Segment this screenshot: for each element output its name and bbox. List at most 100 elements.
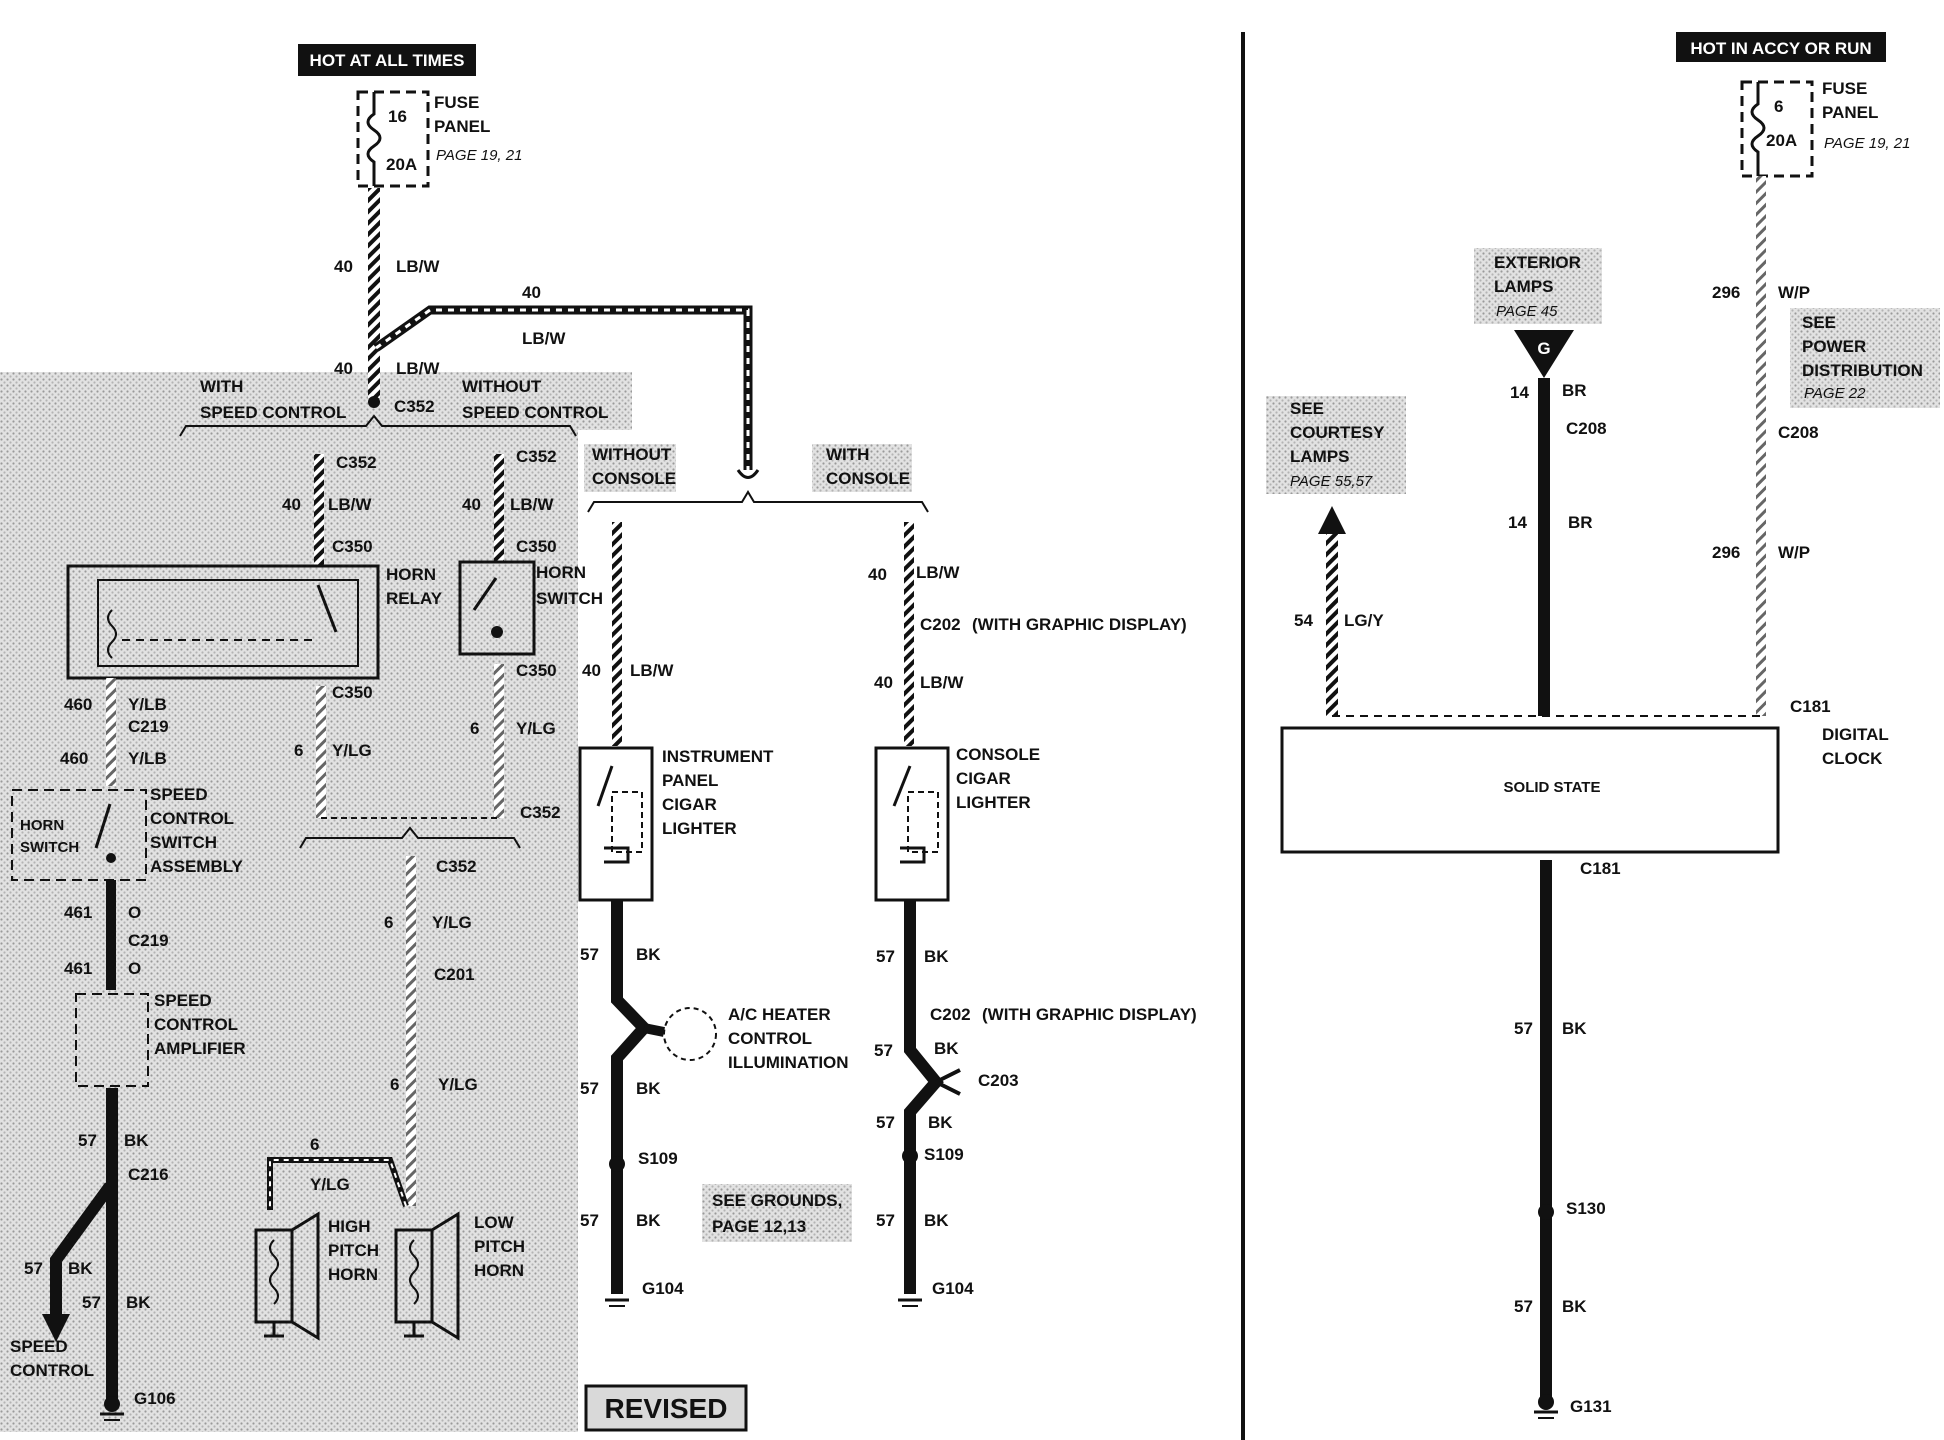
connector-c219: C219	[128, 717, 169, 736]
courtesy-label-4: PAGE 55,57	[1290, 473, 1373, 490]
wire-color: W/P	[1778, 283, 1810, 302]
fuse-page-ref: PAGE 19, 21	[1824, 135, 1910, 152]
high-pitch-horn	[254, 1211, 320, 1341]
sca-label-3: AMPLIFIER	[154, 1039, 246, 1058]
ip-lighter-label-3: CIGAR	[662, 795, 717, 814]
wire-color: BK	[934, 1039, 959, 1058]
ground-g104: G104	[932, 1279, 974, 1298]
fuse-rating: 20A	[1766, 131, 1797, 150]
wire-color: Y/LB	[128, 749, 167, 768]
wire-circuit: 296	[1712, 543, 1740, 562]
wire-circuit: 57	[580, 945, 599, 964]
exterior-lamps-label: EXTERIOR	[1494, 253, 1581, 272]
wire-color: BK	[1562, 1019, 1587, 1038]
with-console-label: WITH	[826, 445, 869, 464]
wire-color: LB/W	[920, 673, 964, 692]
fuse-page-ref: PAGE 19, 21	[436, 147, 522, 164]
wire-57-speed-control	[50, 1182, 115, 1318]
wire-circuit: 40	[874, 673, 893, 692]
splice-s130: S130	[1566, 1199, 1606, 1218]
wire-color: LB/W	[522, 329, 566, 348]
wire-circuit: 57	[1514, 1297, 1533, 1316]
sca-label: SPEED	[154, 991, 212, 1010]
wire-40-relay	[314, 454, 324, 570]
connector-c202: C202	[930, 1005, 971, 1024]
ground-g106: G106	[134, 1389, 176, 1408]
sca-label-2: CONTROL	[154, 1015, 238, 1034]
wire-circuit: 40	[462, 495, 481, 514]
speed-control-brace	[179, 414, 577, 437]
wire-color: LB/W	[396, 257, 440, 276]
without-speed-control-label-2: SPEED CONTROL	[462, 403, 608, 422]
speed-control-arrow	[42, 1314, 70, 1342]
wire-57-amp	[106, 1088, 118, 1406]
scsa-label-2: CONTROL	[150, 809, 234, 828]
see-power-label-2: POWER	[1802, 337, 1866, 356]
connector-c352: C352	[516, 447, 557, 466]
middle-section: WITHOUT CONSOLE WITH CONSOLE 40 LB/W 40 …	[578, 444, 1197, 1432]
connector-c350: C350	[332, 683, 373, 702]
c202-note: (WITH GRAPHIC DISPLAY)	[982, 1005, 1197, 1024]
wire-color: O	[128, 959, 141, 978]
fuse-16	[356, 90, 430, 188]
high-pitch-horn-label-3: HORN	[328, 1265, 378, 1284]
low-pitch-horn-label-3: HORN	[474, 1261, 524, 1280]
exterior-lamps-box	[1474, 248, 1602, 324]
wire-color: BR	[1562, 381, 1587, 400]
wire-color: LB/W	[630, 661, 674, 680]
wire-circuit: 40	[282, 495, 301, 514]
wire-40-main	[368, 188, 380, 398]
fuse-6	[1740, 80, 1814, 178]
ac-heater-illumination-bulb	[663, 1007, 717, 1061]
wire-57-ip-lighter	[611, 900, 653, 1294]
wire-40-ip-lighter	[612, 522, 622, 746]
ip-lighter-label-2: PANEL	[662, 771, 718, 790]
wire-14	[1538, 378, 1550, 716]
hot-in-accy-badge	[1676, 32, 1886, 62]
ip-lighter-label-4: LIGHTER	[662, 819, 737, 838]
wire-circuit: 40	[522, 283, 541, 302]
ground-g104: G104	[642, 1279, 684, 1298]
wire-circuit: 57	[580, 1211, 599, 1230]
wire-circuit: 40	[868, 565, 887, 584]
with-speed-control-label-2: SPEED CONTROL	[200, 403, 346, 422]
low-pitch-horn-label-2: PITCH	[474, 1237, 525, 1256]
connector-c352: C352	[394, 397, 435, 416]
wire-54	[1326, 530, 1338, 716]
splice-s109: S109	[638, 1149, 678, 1168]
digital-clock-label: DIGITAL	[1822, 725, 1889, 744]
speed-control-label: SPEED	[10, 1337, 68, 1356]
wire-color: Y/LG	[438, 1075, 478, 1094]
connector-c208: C208	[1778, 423, 1819, 442]
hot-at-all-times-badge	[298, 44, 476, 76]
wire-color: Y/LB	[128, 695, 167, 714]
wire-circuit: 57	[82, 1293, 101, 1312]
solid-state-label: SOLID STATE	[1504, 779, 1601, 796]
ac-heater-label-2: CONTROL	[728, 1029, 812, 1048]
connector-c208: C208	[1566, 419, 1607, 438]
wire-color: O	[128, 903, 141, 922]
wire-6-switch-out	[494, 664, 504, 818]
wire-6-relay-out	[316, 686, 326, 818]
fuse-label: FUSE	[434, 93, 479, 112]
wire-color: Y/LG	[516, 719, 556, 738]
fuse-element	[366, 92, 382, 186]
fuse-label: FUSE	[1822, 79, 1867, 98]
connector-c216: C216	[128, 1165, 169, 1184]
horn-relay	[66, 564, 380, 680]
hot-at-all-times-label: HOT AT ALL TIMES	[310, 51, 465, 70]
wire-circuit: 14	[1510, 383, 1529, 402]
console-brace	[587, 490, 929, 513]
see-grounds-label: SEE GROUNDS,	[712, 1191, 842, 1210]
horn-relay-label-2: RELAY	[386, 589, 443, 608]
wire-circuit: 6	[470, 719, 479, 738]
ip-lighter-label: INSTRUMENT	[662, 747, 774, 766]
exterior-lamps-label-2: LAMPS	[1494, 277, 1554, 296]
connector-c219: C219	[128, 931, 169, 950]
courtesy-label-2: COURTESY	[1290, 423, 1385, 442]
scsa-label-4: ASSEMBLY	[150, 857, 244, 876]
wire-circuit: 57	[874, 1041, 893, 1060]
wire-circuit: 6	[390, 1075, 399, 1094]
wire-circuit: 296	[1712, 283, 1740, 302]
wire-40-console-lighter	[904, 522, 914, 746]
